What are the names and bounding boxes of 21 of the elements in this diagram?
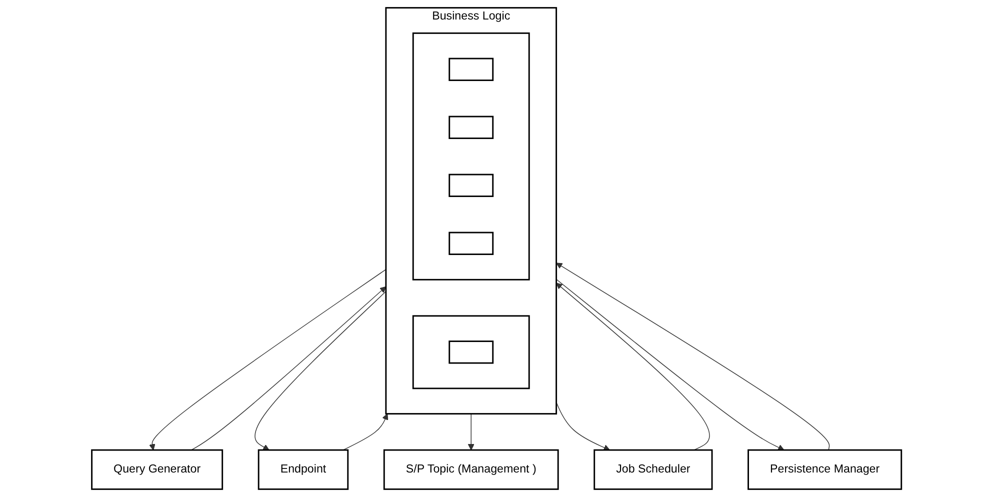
cluster [412, 315, 530, 390]
arrow [191, 286, 387, 450]
cluster: Business Logic [386, 7, 558, 415]
arrow [149, 269, 387, 450]
arrow [343, 414, 389, 450]
arrow [255, 291, 387, 450]
node-box [449, 340, 494, 364]
node-box [449, 232, 494, 256]
arrow [556, 262, 830, 450]
node-box [449, 58, 494, 82]
node-box: Persistence Manager [748, 449, 902, 490]
node-box [449, 116, 494, 140]
node-box: Job Scheduler [594, 449, 714, 490]
node-box: Query Generator [91, 449, 224, 490]
node-box: Endpoint [258, 449, 350, 490]
arrow [556, 278, 785, 450]
node-box [449, 174, 494, 198]
node-box: S/P Topic (Management ) [384, 449, 560, 490]
arrow [556, 282, 710, 450]
cluster [412, 32, 530, 280]
arrow [468, 413, 475, 450]
